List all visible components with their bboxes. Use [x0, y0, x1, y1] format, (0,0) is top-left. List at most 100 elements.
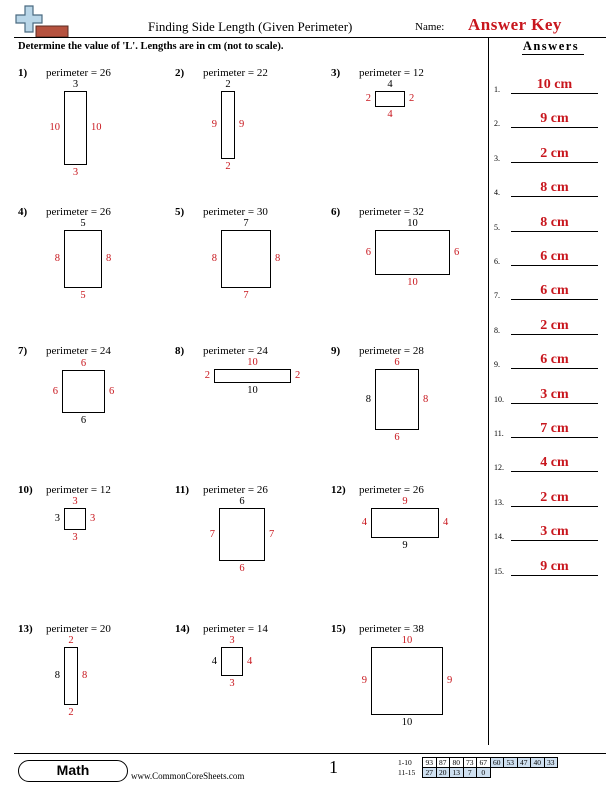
side-label-bottom: 4 [387, 109, 393, 120]
answer-line [511, 505, 598, 507]
answer-row: 3.2 cm [494, 145, 604, 165]
score-cell: 53 [503, 757, 518, 768]
side-label-top: 2 [68, 635, 74, 646]
side-label-left: 8 [211, 253, 217, 264]
answer-row: 14. 3 cm [494, 523, 604, 543]
side-label-left: 8 [365, 393, 371, 405]
rectangle-shape [62, 370, 105, 413]
score-cell: 87 [435, 757, 450, 768]
score-cell: 20 [435, 767, 450, 778]
side-label-bottom: 3 [229, 678, 235, 689]
answer-row: 10.3 cm [494, 386, 604, 406]
answer-row: 11.7 cm [494, 420, 604, 440]
answer-number: 14. [494, 532, 504, 542]
side-label-right: 9 [239, 119, 245, 130]
answer-number: 3. [494, 153, 500, 163]
perimeter-text: perimeter = 28 [359, 345, 424, 357]
site-url[interactable]: www.CommonCoreSheets.com [131, 771, 245, 781]
answer-number: 8. [494, 325, 500, 335]
side-label-right: 8 [106, 253, 112, 264]
side-label-right: 3 [90, 513, 96, 524]
problem-number: 8) [175, 345, 185, 357]
perimeter-text: perimeter = 26 [359, 484, 424, 496]
side-label-bottom: 6 [239, 563, 245, 574]
answer-number: 13. [494, 497, 504, 507]
side-label-left: 4 [361, 517, 367, 528]
side-label-left: 9 [211, 119, 217, 130]
logo-icon [15, 5, 69, 38]
rectangle-shape [375, 91, 405, 107]
perimeter-text: perimeter = 12 [359, 67, 424, 79]
answers-divider [488, 37, 489, 745]
side-label-right: 2 [295, 370, 301, 381]
problem-number: 15) [331, 623, 346, 635]
rectangle-shape [371, 508, 439, 538]
perimeter-text: perimeter = 26 [46, 206, 111, 218]
problem-number: 12) [331, 484, 346, 496]
side-label-right: 4 [443, 517, 449, 528]
score-cell: 73 [462, 757, 477, 768]
side-label-top: 5 [80, 218, 86, 229]
side-label-right: 9 [447, 675, 453, 686]
answer-line [511, 127, 598, 129]
side-label-bottom: 7 [243, 290, 249, 301]
side-label-top: 6 [394, 357, 400, 368]
answer-value: 9 cm [540, 111, 569, 127]
side-label-top: 2 [225, 79, 231, 90]
perimeter-text: perimeter = 22 [203, 67, 268, 79]
side-label-left: 8 [54, 670, 60, 681]
rectangle-shape [221, 647, 243, 676]
answer-row: 2.9 cm [494, 110, 604, 130]
page-number: 1 [329, 757, 338, 777]
perimeter-text: perimeter = 14 [203, 623, 268, 635]
side-label-top: 10 [407, 218, 418, 229]
side-label-top: 10 [247, 357, 258, 368]
side-label-bottom: 5 [80, 290, 86, 301]
subject-badge: Math [18, 760, 128, 782]
answer-line [511, 196, 598, 198]
perimeter-text: perimeter = 24 [46, 345, 111, 357]
rectangle-shape [221, 91, 235, 159]
side-label-bottom: 6 [394, 432, 400, 443]
score-cell: 7 [462, 767, 477, 778]
perimeter-text: perimeter = 32 [359, 206, 424, 218]
header-divider [14, 37, 606, 38]
score-range: 11-15 [398, 768, 416, 777]
worksheet-title: Finding Side Length (Given Perimeter) [148, 19, 353, 34]
answer-value: 3 cm [540, 386, 569, 402]
side-label-right: 6 [454, 246, 460, 258]
score-cell: 60 [489, 757, 504, 768]
perimeter-text: perimeter = 24 [203, 345, 268, 357]
answer-line [511, 299, 598, 301]
answer-line [511, 265, 598, 266]
answer-number: 6. [494, 257, 500, 266]
score-cell: 0 [476, 767, 491, 778]
answer-line [511, 437, 598, 438]
side-label-right: 10 [91, 122, 102, 133]
answer-line [511, 368, 598, 370]
side-label-top: 3 [229, 635, 235, 646]
score-range: 1-10 [398, 758, 412, 767]
answer-row: 9.6 cm [494, 351, 604, 371]
rectangle-shape [64, 508, 86, 530]
side-label-top: 3 [72, 79, 79, 90]
problem-number: 13) [18, 623, 33, 635]
side-label-bottom: 10 [401, 717, 413, 728]
rectangle-shape [64, 647, 78, 705]
score-cell: 80 [449, 757, 464, 768]
side-label-right: 7 [269, 528, 275, 540]
answer-row: 13.2 cm [494, 489, 604, 509]
perimeter-text: perimeter = 26 [203, 484, 268, 496]
answer-line [511, 333, 598, 335]
problem-number: 11) [175, 484, 190, 496]
problem-number: 4) [18, 206, 28, 218]
footer-divider [14, 753, 606, 754]
side-label-left: 8 [54, 253, 60, 264]
answer-value: 7 cm [540, 421, 569, 436]
rectangle-shape [219, 508, 265, 561]
score-cell: 33 [543, 757, 558, 768]
problem-number: 2) [175, 67, 185, 79]
side-label-top: 10 [401, 635, 413, 646]
perimeter-text: perimeter = 30 [203, 206, 268, 218]
answer-value: 3 cm [540, 524, 569, 540]
